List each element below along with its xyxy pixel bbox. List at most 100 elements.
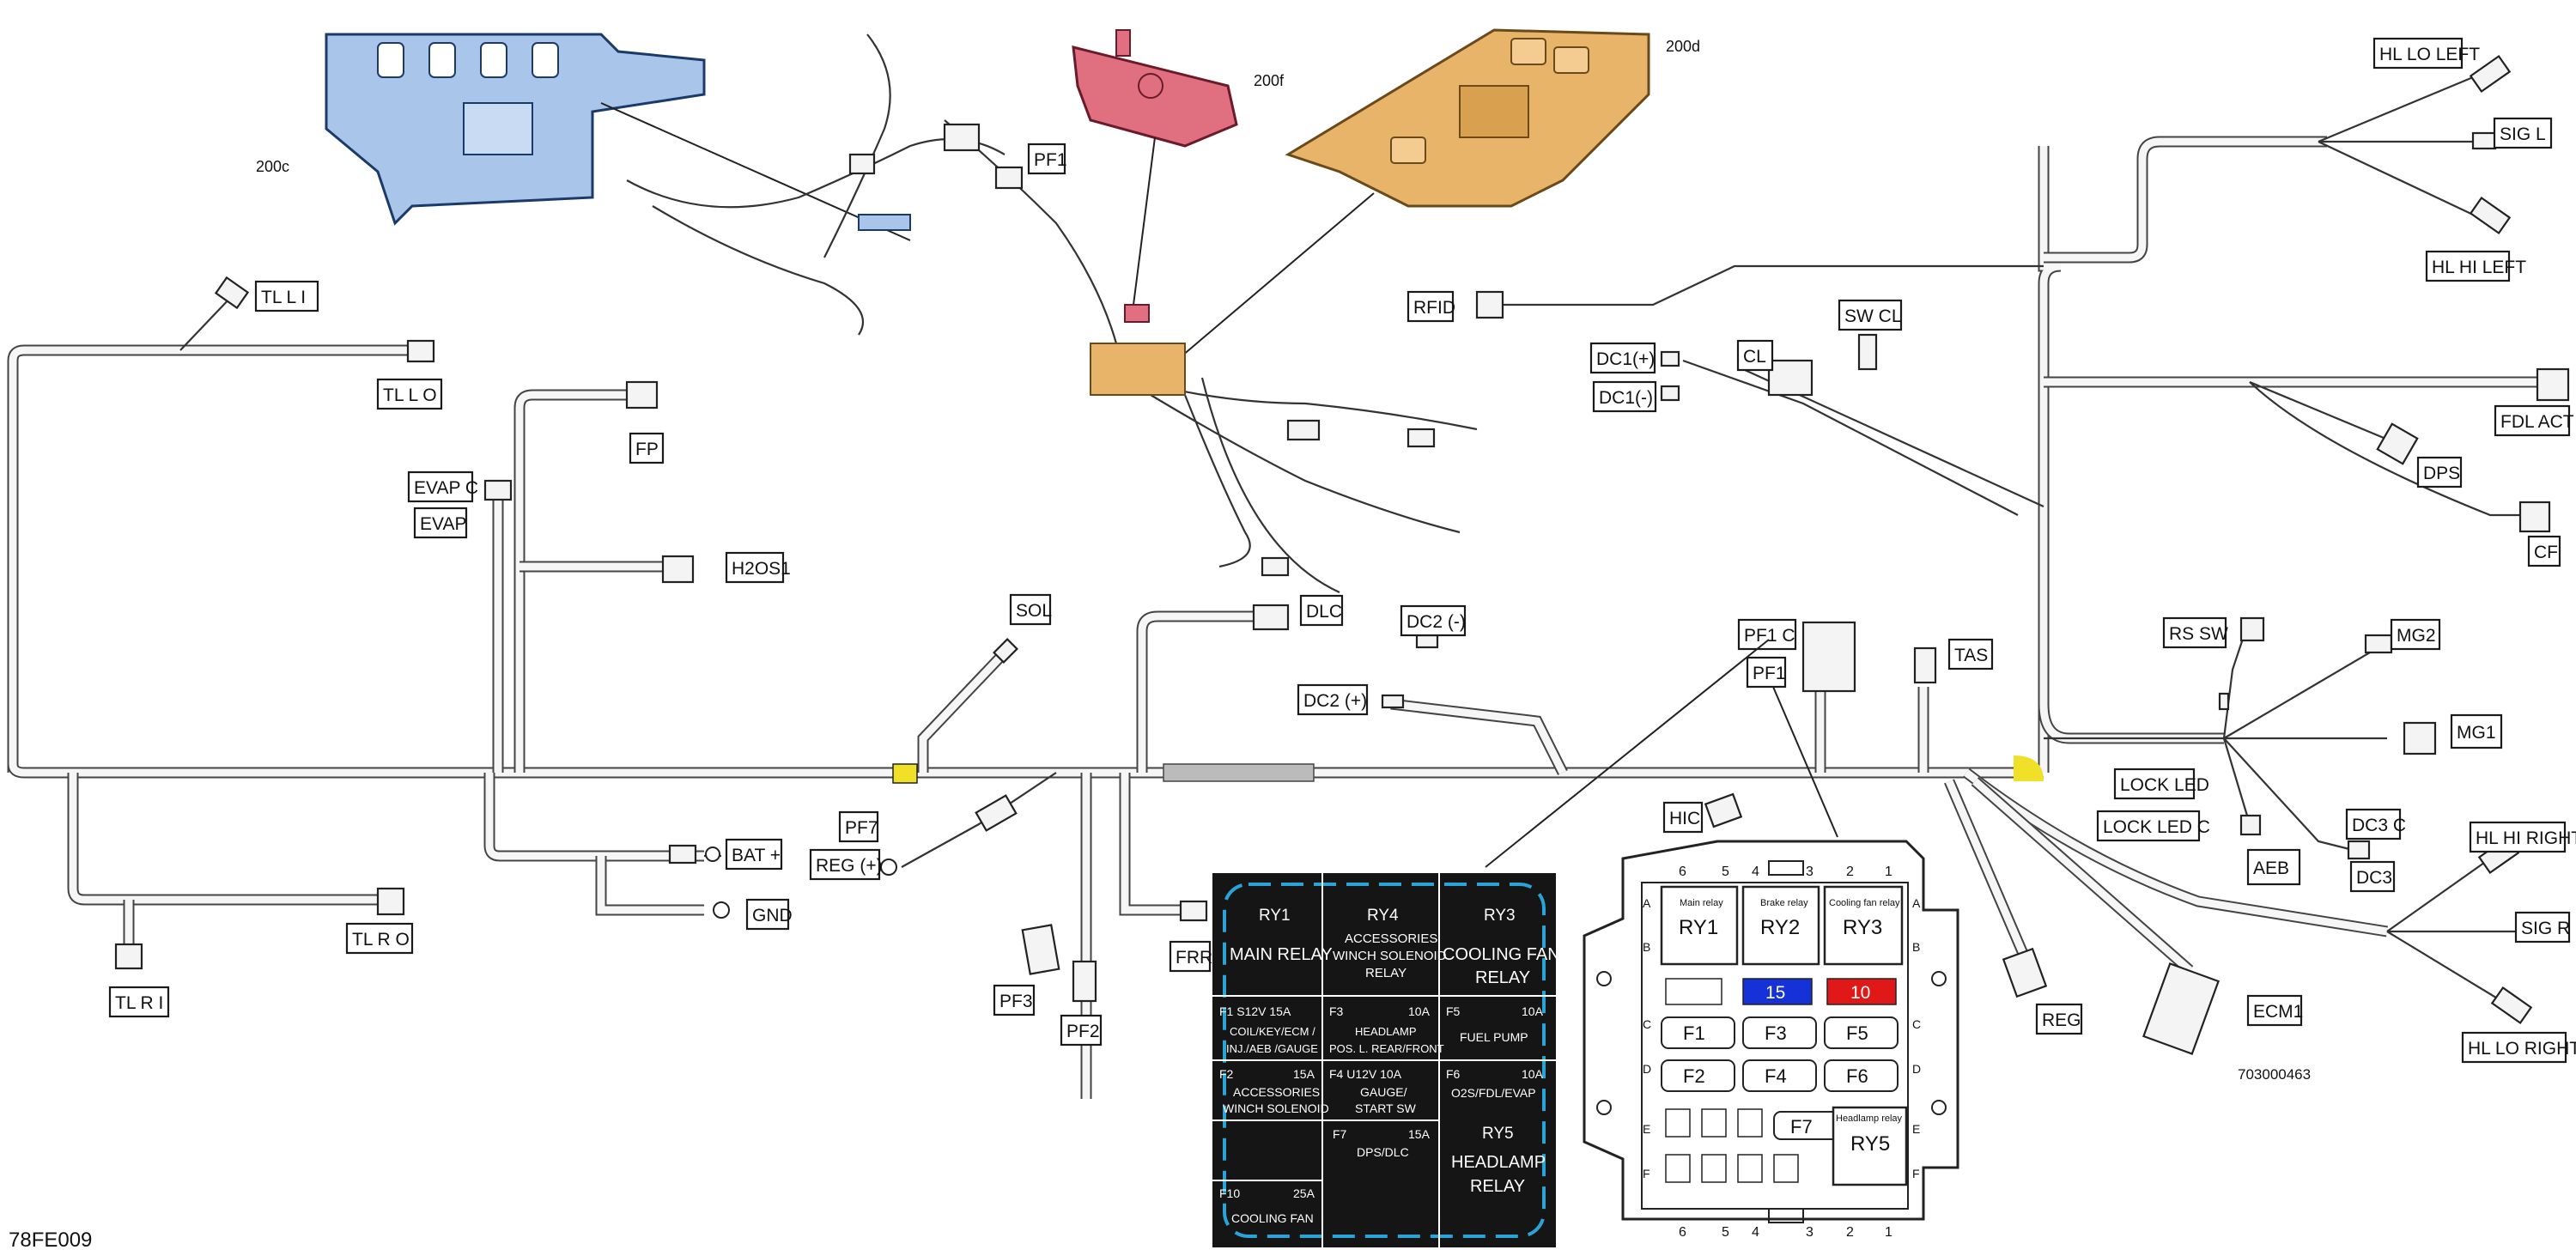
- f1-head: F1 S12V 15A: [1219, 1004, 1291, 1018]
- svg-text:LOCK LED C: LOCK LED C: [2103, 817, 2210, 837]
- svg-text:F: F: [1912, 1167, 1920, 1180]
- f1-line1: COIL/KEY/ECM /: [1230, 1025, 1315, 1038]
- f6-line1: O2S/FDL/EVAP: [1451, 1086, 1536, 1100]
- figure-code: 78FE009: [9, 1229, 92, 1252]
- box-ry1: RY1: [1679, 916, 1718, 939]
- spare-fuse-15: 15: [1765, 983, 1785, 1003]
- svg-text:D: D: [1912, 1062, 1921, 1076]
- ry3-code: RY3: [1484, 907, 1516, 925]
- label-tl-r-o: TL R O: [345, 922, 414, 955]
- f7-amp: 15A: [1408, 1127, 1431, 1141]
- svg-text:BAT +: BAT +: [732, 846, 781, 865]
- svg-text:TL R O: TL R O: [352, 930, 410, 950]
- box-ry2-caption: Brake relay: [1760, 898, 1808, 908]
- f2-amp: 15A: [1293, 1067, 1315, 1081]
- label-pf3: PF3: [993, 984, 1036, 1016]
- svg-text:2: 2: [1846, 1225, 1854, 1240]
- cover-200f: [1072, 29, 1238, 306]
- label-bat-plus: BAT +: [725, 838, 783, 871]
- label-hl-lo-left: HL LO LEFT: [2372, 37, 2480, 70]
- svg-text:HL HI RIGHT: HL HI RIGHT: [2476, 828, 2576, 848]
- f2-head: F2: [1219, 1067, 1234, 1081]
- svg-text:1: 1: [1885, 865, 1893, 879]
- label-dc1-plus: DC1(+): [1589, 342, 1656, 374]
- yellow-marker-right: [2014, 755, 2044, 781]
- svg-text:1: 1: [1885, 1225, 1893, 1240]
- svg-text:EVAP: EVAP: [420, 514, 466, 534]
- svg-text:RFID: RFID: [1413, 298, 1455, 318]
- label-dps: DPS: [2416, 456, 2463, 488]
- svg-text:HL LO RIGHT: HL LO RIGHT: [2468, 1039, 2576, 1059]
- label-evap-c: EVAP C: [407, 470, 478, 503]
- svg-text:FP: FP: [635, 440, 659, 459]
- box-ry1-caption: Main relay: [1680, 898, 1723, 908]
- svg-text:AEB: AEB: [2253, 859, 2289, 878]
- svg-text:PF2: PF2: [1066, 1022, 1100, 1041]
- svg-text:HL LO LEFT: HL LO LEFT: [2379, 45, 2480, 64]
- label-sig-r: SIG R: [2514, 911, 2570, 944]
- ry5-code: RY5: [1482, 1125, 1514, 1143]
- svg-text:3: 3: [1806, 1225, 1814, 1240]
- svg-text:PF3: PF3: [999, 992, 1033, 1011]
- ry4-line2: WINCH SOLENOID: [1333, 949, 1447, 963]
- f7-line1: DPS/DLC: [1357, 1145, 1409, 1159]
- label-pf2: PF2: [1060, 1014, 1103, 1047]
- label-rs-sw: RS SW: [2162, 616, 2228, 649]
- box-ry3-caption: Cooling fan relay: [1829, 898, 1900, 908]
- box-ry5: RY5: [1850, 1132, 1890, 1156]
- svg-text:A: A: [1643, 896, 1651, 910]
- svg-text:GND: GND: [752, 906, 793, 925]
- ry3-line1: COOLING FAN: [1443, 945, 1560, 964]
- svg-text:FRR: FRR: [1176, 948, 1212, 968]
- svg-text:EVAP C: EVAP C: [414, 478, 478, 498]
- svg-text:DPS: DPS: [2423, 464, 2460, 483]
- label-gnd: GND: [745, 898, 793, 931]
- f5-line1: FUEL PUMP: [1460, 1030, 1528, 1044]
- label-reg: REG: [2035, 1003, 2083, 1035]
- drawing-number: 703000463: [2238, 1066, 2311, 1083]
- f3-amp: 10A: [1408, 1004, 1431, 1018]
- svg-text:B: B: [1643, 940, 1650, 954]
- box-f1: F1: [1683, 1022, 1705, 1044]
- hatched-section: [1163, 763, 1315, 782]
- svg-text:PF7: PF7: [845, 818, 878, 838]
- label-lock-led: LOCK LED: [2113, 768, 2209, 800]
- leader-pf1: [1772, 686, 1838, 838]
- ry5-line1: HEADLAMP: [1451, 1153, 1546, 1172]
- label-reg-plus: REG (+): [809, 848, 883, 881]
- tray-200d: [1176, 28, 1650, 361]
- svg-text:E: E: [1912, 1122, 1920, 1136]
- svg-text:TL L I: TL L I: [261, 288, 306, 307]
- label-hl-hi-right: HL HI RIGHT: [2469, 821, 2576, 853]
- svg-text:RS SW: RS SW: [2169, 624, 2228, 644]
- svg-text:4: 4: [1752, 865, 1759, 879]
- main-harness: [7, 136, 2537, 1099]
- label-pf1-c: PF1 C: [1737, 618, 1797, 651]
- label-rfid: RFID: [1406, 290, 1455, 323]
- f5-head: F5: [1446, 1004, 1461, 1018]
- svg-text:ECM1: ECM1: [2253, 1002, 2303, 1022]
- box-ry3: RY3: [1843, 916, 1882, 939]
- svg-text:TL R I: TL R I: [115, 993, 163, 1013]
- part-200f-label: 200f: [1254, 72, 1285, 89]
- f4-line2: START SW: [1355, 1101, 1417, 1115]
- svg-text:6: 6: [1679, 1225, 1686, 1240]
- f1-line2: INJ./AEB /GAUGE: [1226, 1042, 1318, 1055]
- svg-text:MG2: MG2: [2397, 626, 2436, 646]
- label-fdl-act: FDL ACT: [2494, 404, 2574, 437]
- label-tl-r-i: TL R I: [108, 986, 170, 1018]
- svg-text:A: A: [1912, 896, 1921, 910]
- label-pf1-top: PF1: [1027, 143, 1067, 175]
- leader-pf1-c: [1485, 639, 1770, 868]
- svg-text:E: E: [1643, 1122, 1650, 1136]
- svg-text:DC3: DC3: [2356, 868, 2392, 888]
- label-dc2-plus: DC2 (+): [1297, 683, 1369, 716]
- ry5-line2: RELAY: [1470, 1177, 1525, 1196]
- label-ecm1: ECM1: [2246, 994, 2303, 1027]
- svg-text:HL HI LEFT: HL HI LEFT: [2432, 258, 2526, 277]
- ry3-line2: RELAY: [1475, 968, 1530, 987]
- f6-head: F6: [1446, 1067, 1461, 1081]
- yellow-marker: [892, 763, 918, 784]
- bracket-200c: [325, 33, 911, 241]
